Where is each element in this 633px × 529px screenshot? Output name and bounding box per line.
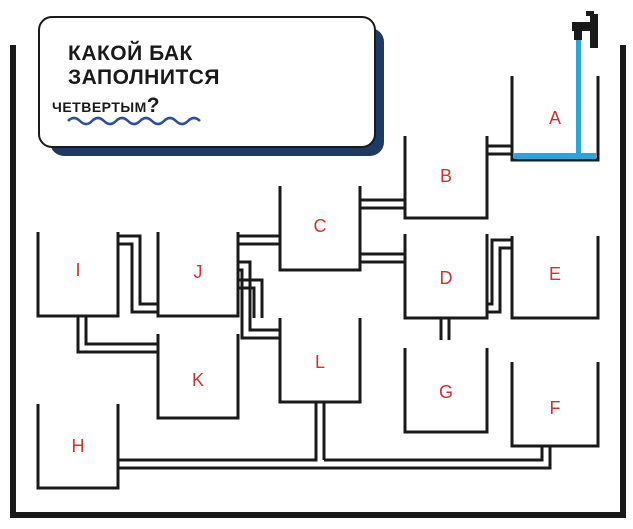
label-c: C bbox=[314, 216, 327, 236]
water-stream bbox=[576, 40, 581, 157]
label-k: K bbox=[192, 370, 204, 390]
label-g: G bbox=[439, 382, 453, 402]
title-line-1: КАКОЙ БАК bbox=[68, 42, 193, 65]
label-h: H bbox=[72, 436, 85, 456]
label-f: F bbox=[550, 398, 561, 418]
question-mark: ? bbox=[146, 94, 161, 117]
tank-g bbox=[403, 348, 489, 434]
outer-frame bbox=[10, 45, 626, 518]
tank-e bbox=[510, 236, 600, 320]
label-a: A bbox=[549, 108, 561, 128]
label-d: D bbox=[440, 268, 453, 288]
label-j: J bbox=[194, 262, 203, 282]
tank-c bbox=[278, 186, 362, 272]
tank-k bbox=[156, 334, 240, 420]
title-line-3: ЧЕТВЕРТЫМ? bbox=[52, 94, 160, 118]
faucet-icon bbox=[572, 11, 598, 48]
title-line-3-text: ЧЕТВЕРТЫМ bbox=[52, 99, 147, 115]
tank-j bbox=[156, 232, 240, 318]
water-level-a bbox=[514, 153, 596, 159]
label-e: E bbox=[549, 264, 561, 284]
label-i: I bbox=[75, 260, 80, 280]
label-b: B bbox=[440, 166, 452, 186]
wave-underline-icon bbox=[67, 116, 201, 126]
tank-f bbox=[510, 362, 600, 448]
tank-a bbox=[510, 76, 600, 162]
tank-l bbox=[278, 318, 362, 404]
title-line-2: ЗАПОЛНИТСЯ bbox=[68, 66, 221, 89]
pipes bbox=[76, 144, 552, 470]
label-l: L bbox=[315, 352, 325, 372]
tank-h bbox=[36, 404, 120, 490]
tank-b bbox=[403, 136, 489, 220]
title-card: КАКОЙ БАК ЗАПОЛНИТСЯ ЧЕТВЕРТЫМ? bbox=[38, 16, 376, 148]
tank-d bbox=[403, 234, 489, 320]
